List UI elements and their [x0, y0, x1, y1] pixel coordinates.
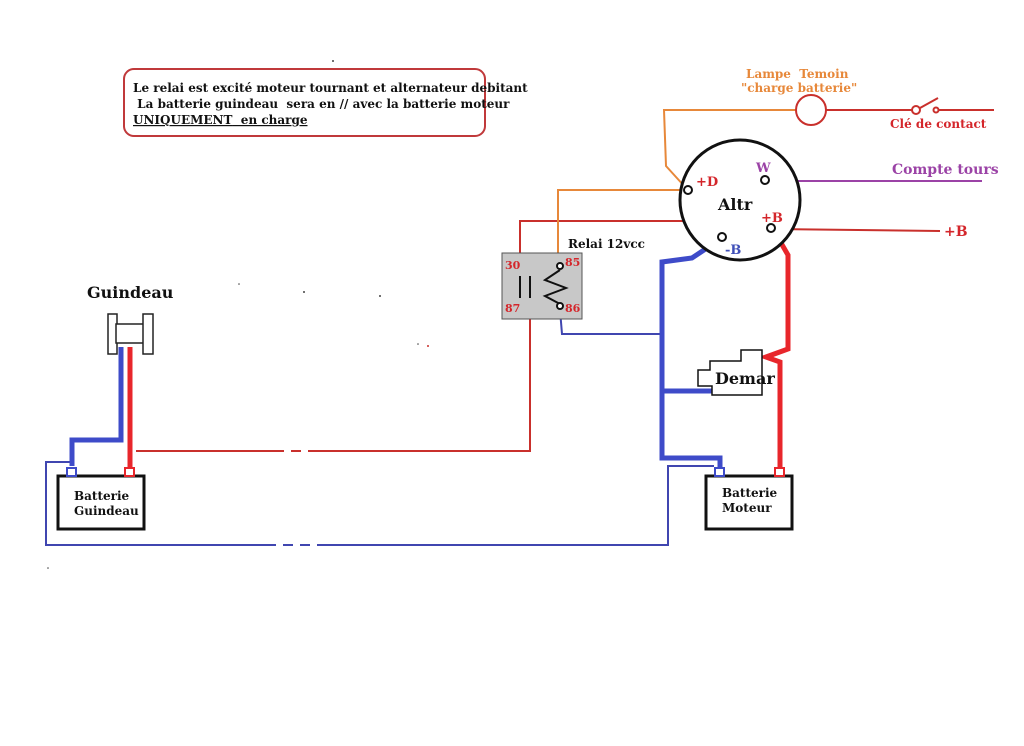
lamp-label-2: "charge batterie": [741, 81, 857, 95]
alternator: Altr +D W +B -B: [678, 138, 802, 262]
starter-motor-icon: [697, 349, 763, 396]
alternator-label: Altr: [717, 195, 753, 214]
artifact-dots: [47, 60, 429, 569]
note-line-3-emphasis: UNIQUEMENT: [133, 113, 233, 127]
note-line-2: La batterie guindeau sera en // avec la …: [133, 97, 510, 111]
engine-battery-label-2: Moteur: [722, 501, 772, 515]
terminal-neg-label: -B: [725, 243, 741, 258]
relay-to-windlass-battery-wire: [136, 269, 531, 452]
starter-label: Demar: [715, 369, 775, 388]
terminal-b-label: +B: [761, 211, 783, 226]
relay-pin-87: 87: [505, 302, 520, 315]
windlass-battery-negative-terminal: [66, 467, 77, 477]
ignition-switch: Clé de contact: [890, 97, 987, 131]
tach-label: Compte tours: [892, 162, 999, 178]
terminal-w-label: W: [755, 161, 771, 176]
lamp-wires: [557, 109, 796, 262]
note-border: [123, 68, 486, 137]
note-line-1: Le relai est excité moteur tournant et a…: [133, 81, 528, 95]
relay-pin-85: 85: [565, 256, 580, 269]
windlass-motor: Guindeau: [87, 283, 174, 355]
charge-lamp: Lampe Temoin "charge batterie": [741, 67, 857, 126]
ignition-label: Clé de contact: [890, 117, 987, 131]
bplus-output-label: +B: [944, 224, 968, 240]
relay-body: [501, 252, 583, 320]
starter: Demar: [697, 349, 775, 396]
windlass-battery-body: [56, 474, 146, 531]
relay-label: Relai 12vcc: [568, 237, 645, 251]
engine-battery-positive-terminal: [774, 467, 785, 477]
windlass-battery-label-1: Batterie: [74, 489, 130, 503]
note-line-3: UNIQUEMENT en charge: [133, 113, 308, 127]
relay-coil-icon: [519, 262, 569, 310]
engine-battery: Batterie Moteur: [704, 467, 794, 531]
bplus-output-wire: [771, 228, 941, 232]
engine-battery-label-1: Batterie: [722, 486, 778, 500]
windlass-label: Guindeau: [87, 283, 174, 302]
windlass-battery-label-2: Guindeau: [74, 504, 139, 518]
ground-return-wire: [45, 309, 714, 546]
windlass-battery: Batterie Guindeau: [56, 467, 146, 531]
relay-pin-30: 30: [505, 259, 521, 272]
relay-pin-86: 86: [565, 302, 581, 315]
engine-battery-negative-terminal: [714, 467, 725, 477]
terminal-d-post: [683, 185, 693, 195]
terminal-d-label: +D: [696, 175, 718, 190]
terminal-neg-post: [717, 232, 727, 242]
engine-battery-body: [704, 474, 794, 531]
winch-icon: [107, 313, 154, 355]
terminal-w-post: [760, 175, 770, 185]
note-line-3-rest: en charge: [232, 113, 307, 127]
terminal-b-post: [766, 223, 776, 233]
windlass-negative-cable: [69, 347, 124, 466]
windlass-battery-positive-terminal: [124, 467, 135, 477]
note-box: Le relai est excité moteur tournant et a…: [123, 68, 528, 137]
switch-icon: [911, 97, 940, 115]
relay: Relai 12vcc 30 85 87 86: [501, 237, 645, 320]
lamp-icon: [795, 94, 827, 126]
lamp-label-1: Lampe Temoin: [746, 67, 849, 81]
alternator-positive-cable: [758, 227, 791, 470]
alternator-negative-cable: [659, 235, 724, 470]
